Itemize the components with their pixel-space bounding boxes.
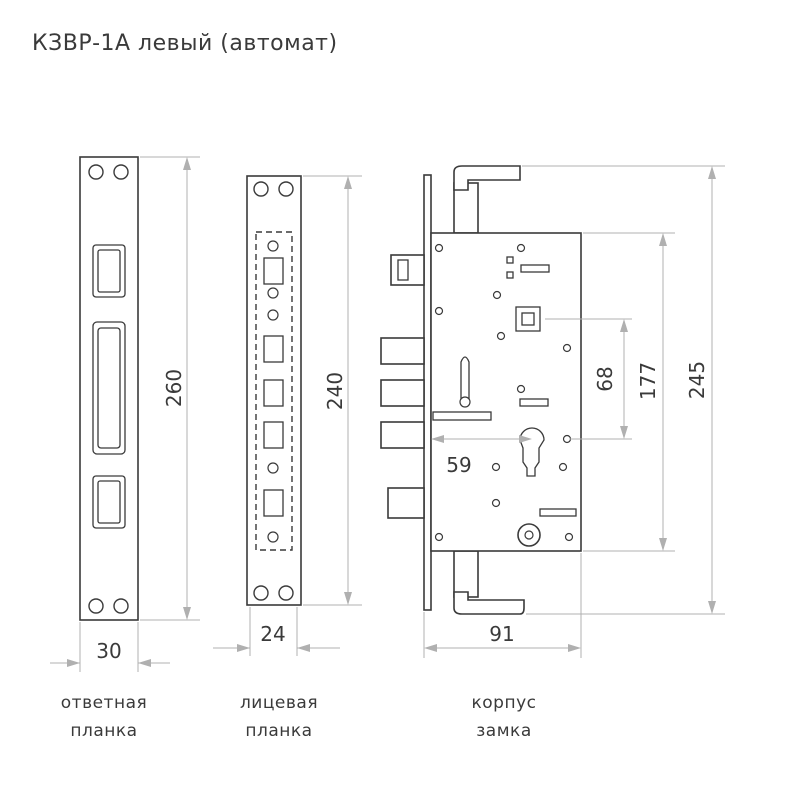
strike-plate-screw-hole (88, 164, 104, 180)
face-plate-height-dimension: 240 (303, 175, 362, 606)
strike-plate-width-dimension: 30 (50, 622, 170, 672)
face-plate (246, 175, 302, 606)
face-plate-screw-hole (278, 585, 294, 601)
face-plate-screw-hole (253, 181, 269, 197)
strike-plate (79, 156, 139, 621)
strike-plate-height-label: 260 (162, 369, 186, 407)
face-plate-width-dimension: 24 (213, 607, 340, 656)
cylinder-keyhole (519, 427, 545, 477)
bolt (380, 379, 425, 407)
lock-body-outline-dashed (255, 231, 293, 551)
body-width-dimension: 91 (423, 553, 582, 658)
strike-plate-slot (92, 475, 126, 529)
body-width-label: 91 (489, 622, 514, 646)
backset-label: 59 (446, 453, 471, 477)
face-plate-bolt-window (263, 489, 284, 517)
face-plate-caption-line1: лицевая (240, 693, 318, 713)
bottom-rod (453, 550, 479, 598)
strike-plate-screw-hole (88, 598, 104, 614)
face-plate-caption-line2: планка (245, 721, 312, 741)
face-plate-bolt-window (263, 421, 284, 449)
lock-body-caption-line2: замка (476, 721, 531, 741)
face-plate-screw-hole (278, 181, 294, 197)
strike-plate-height-dimension: 260 (140, 156, 200, 621)
lock-body (380, 165, 582, 615)
body-height-label: 177 (636, 362, 660, 400)
total-height-dimension: 245 (522, 165, 725, 615)
lock-body-caption-line1: корпус (472, 693, 537, 713)
bolt (387, 487, 425, 519)
face-plate-height-label: 240 (323, 372, 347, 410)
strike-plate-width-label: 30 (96, 639, 121, 663)
backset-dimension: 59 (431, 435, 532, 477)
strike-plate-slot (92, 244, 126, 298)
lock-case (430, 232, 582, 552)
strike-plate-screw-hole (113, 164, 129, 180)
strike-plate-caption-line2: планка (70, 721, 137, 741)
face-plate-latch-window (263, 257, 284, 285)
body-height-dimension: 177 (583, 232, 675, 552)
strike-plate-screw-hole (113, 598, 129, 614)
spindle-hub (515, 306, 541, 332)
center-distance-dimension: 68 (545, 318, 632, 440)
total-height-label: 245 (685, 361, 709, 399)
strike-plate-slot (92, 321, 126, 455)
bolt (380, 421, 425, 449)
face-plate-bolt-window (263, 335, 284, 363)
drawing-title: КЗВР-1А левый (автомат) (32, 31, 338, 56)
face-plate-screw-hole (253, 585, 269, 601)
bolt (380, 337, 425, 365)
center-distance-label: 68 (593, 366, 617, 391)
face-plate-width-label: 24 (260, 622, 285, 646)
face-plate-bolt-window (263, 379, 284, 407)
strike-plate-caption-line1: ответная (61, 693, 147, 713)
